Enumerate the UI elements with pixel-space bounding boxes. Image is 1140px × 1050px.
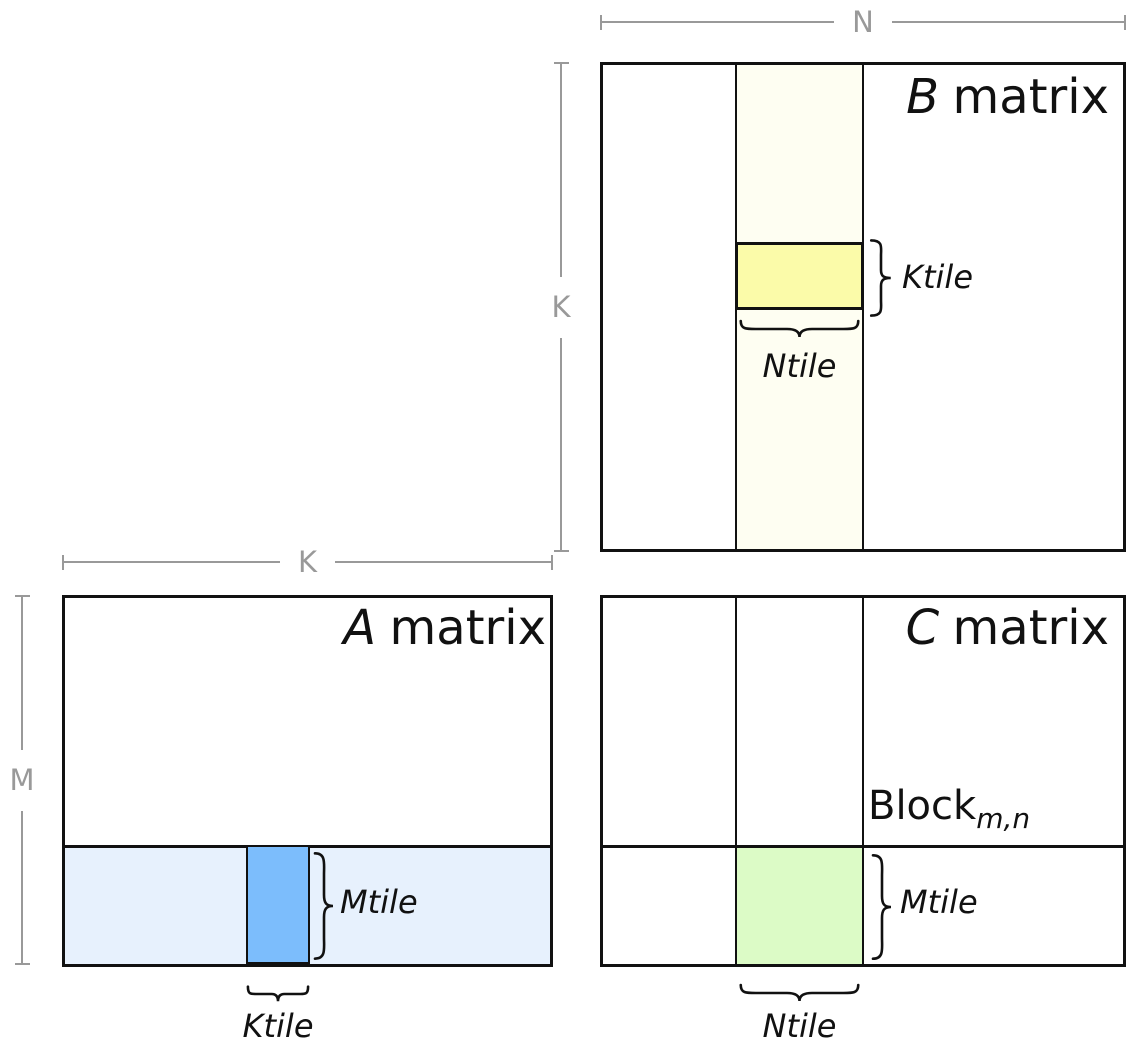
b-ktile-brace: [868, 238, 894, 318]
n-dimension-line: N: [600, 4, 1127, 39]
n-dimension-label: N: [852, 4, 874, 39]
b-matrix-title-word: matrix: [952, 69, 1109, 125]
b-matrix-box: [600, 62, 1126, 552]
c-block-label: Blockm,n: [868, 786, 1030, 833]
dimension-segment: [560, 337, 562, 550]
dimension-tick: [14, 963, 30, 965]
b-matrix-title-var: B: [906, 69, 940, 125]
c-mtile-brace: [870, 852, 894, 962]
a-matrix-title-var: A: [343, 600, 377, 656]
dimension-segment: [64, 561, 280, 563]
a-mtile-brace: [312, 850, 336, 962]
a-ktile-label: Ktile: [242, 1007, 314, 1045]
c-column-line-right: [862, 598, 864, 964]
dimension-segment: [891, 21, 1125, 23]
a-mtile-label: Mtile: [340, 883, 418, 921]
k-dimension-label-a: K: [297, 544, 318, 579]
dimension-tick: [1124, 14, 1127, 30]
c-matrix-title-word: matrix: [952, 600, 1109, 656]
c-row-divider: [603, 845, 1123, 848]
dimension-segment: [560, 64, 562, 277]
c-column-line-left: [735, 598, 737, 964]
c-mtile-label: Mtile: [900, 883, 978, 921]
dimension-segment: [21, 597, 23, 750]
c-ntile-brace: [737, 982, 862, 1004]
a-matrix-title-word: matrix: [389, 600, 546, 656]
a-mtile-block: [246, 845, 310, 964]
b-ntile-brace: [737, 318, 862, 340]
dimension-segment: [335, 561, 551, 563]
k-dimension-label-b: K: [551, 289, 571, 324]
dimension-segment: [602, 21, 835, 23]
b-ntile-label: Ntile: [762, 347, 837, 385]
c-block-label-subscript: m,n: [976, 802, 1031, 835]
dimension-tick: [551, 554, 553, 570]
dimension-tick: [553, 62, 569, 64]
c-block-tile: [737, 848, 862, 964]
m-dimension-line: M: [8, 595, 36, 965]
b-ktile-block: [735, 242, 864, 310]
dimension-tick: [600, 14, 602, 30]
b-ktile-label: Ktile: [902, 258, 973, 296]
a-ktile-brace: [246, 984, 310, 1004]
a-matrix-box: [62, 595, 553, 967]
dimension-tick: [553, 550, 569, 552]
dimension-tick: [14, 595, 30, 597]
dimension-segment: [21, 810, 23, 963]
c-ntile-label: Ntile: [762, 1007, 837, 1045]
k-dimension-line-a: K: [62, 544, 553, 579]
c-matrix-title-var: C: [905, 600, 940, 656]
c-matrix-box: [600, 595, 1126, 967]
c-block-label-text: Block: [868, 783, 977, 829]
dimension-tick: [62, 554, 64, 570]
m-dimension-label: M: [9, 762, 35, 797]
k-dimension-line-b: K: [547, 62, 575, 552]
